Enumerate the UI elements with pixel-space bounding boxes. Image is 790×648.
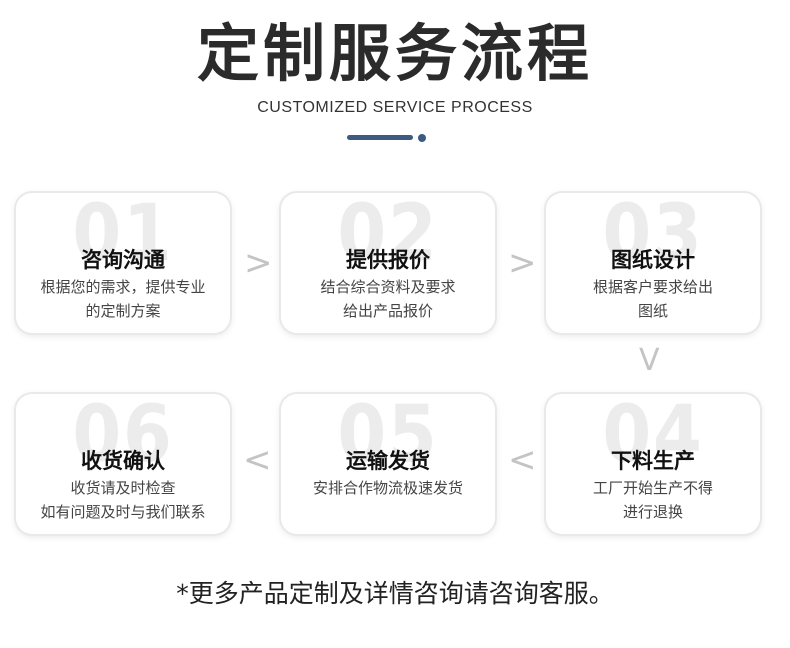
accent-dot: [418, 134, 426, 142]
step-description-line: 安排合作物流极速发货: [312, 479, 463, 497]
step-description: 根据您的需求，提供专业 的定制方案: [22, 275, 224, 323]
step-title: 运输发货: [346, 449, 430, 473]
step-description-line: 结合综合资料及要求: [320, 278, 456, 296]
arrow-right-icon: >: [508, 243, 537, 283]
step-number: 06: [72, 394, 174, 480]
step-description-line: 根据客户要求给出: [592, 278, 713, 296]
step-description: 结合综合资料及要求 给出产品报价: [287, 275, 489, 323]
step-number: 04: [602, 394, 704, 480]
step-description: 安排合作物流极速发货: [287, 476, 489, 500]
step-description-line: 收货请及时检查: [70, 479, 176, 497]
step-title: 咨询沟通: [81, 248, 165, 272]
step-description-line: 工厂开始生产不得: [592, 479, 713, 497]
step-title: 提供报价: [346, 248, 430, 272]
step-number: 05: [337, 394, 439, 480]
page-subtitle: CUSTOMIZED SERVICE PROCESS: [257, 99, 533, 116]
step-description-line: 的定制方案: [85, 302, 161, 320]
step-number: 03: [602, 193, 704, 279]
step-card-consult: 01 咨询沟通 根据您的需求，提供专业 的定制方案: [16, 193, 230, 333]
step-description-line: 根据您的需求，提供专业: [40, 278, 206, 296]
arrow-right-icon: >: [244, 243, 273, 283]
step-card-quote: 02 提供报价 结合综合资料及要求 给出产品报价: [281, 193, 495, 333]
page-title: 定制服务流程: [196, 17, 593, 90]
step-number: 02: [337, 193, 439, 279]
step-number: 01: [72, 193, 174, 279]
step-card-shipping: 05 运输发货 安排合作物流极速发货: [281, 394, 495, 534]
arrow-left-icon: <: [508, 440, 537, 480]
step-description-line: 进行退换: [622, 503, 683, 521]
arrow-left-icon: <: [243, 440, 272, 480]
step-card-confirm: 06 收货确认 收货请及时检查 如有问题及时与我们联系: [16, 394, 230, 534]
step-title: 收货确认: [81, 449, 165, 473]
footer-note: *更多产品定制及详情咨询请咨询客服。: [176, 579, 614, 608]
step-description-line: 如有问题及时与我们联系: [40, 503, 206, 521]
step-description: 工厂开始生产不得 进行退换: [552, 476, 754, 524]
accent-bar: [347, 135, 413, 140]
step-title: 图纸设计: [611, 248, 695, 272]
step-title: 下料生产: [611, 449, 695, 473]
step-card-production: 04 下料生产 工厂开始生产不得 进行退换: [546, 394, 760, 534]
step-description: 收货请及时检查 如有问题及时与我们联系: [22, 476, 224, 524]
step-description-line: 给出产品报价: [342, 302, 433, 320]
step-card-design: 03 图纸设计 根据客户要求给出 图纸: [546, 193, 760, 333]
step-description-line: 图纸: [637, 302, 668, 320]
step-description: 根据客户要求给出 图纸: [552, 275, 754, 323]
arrow-down-icon: V: [639, 343, 660, 378]
